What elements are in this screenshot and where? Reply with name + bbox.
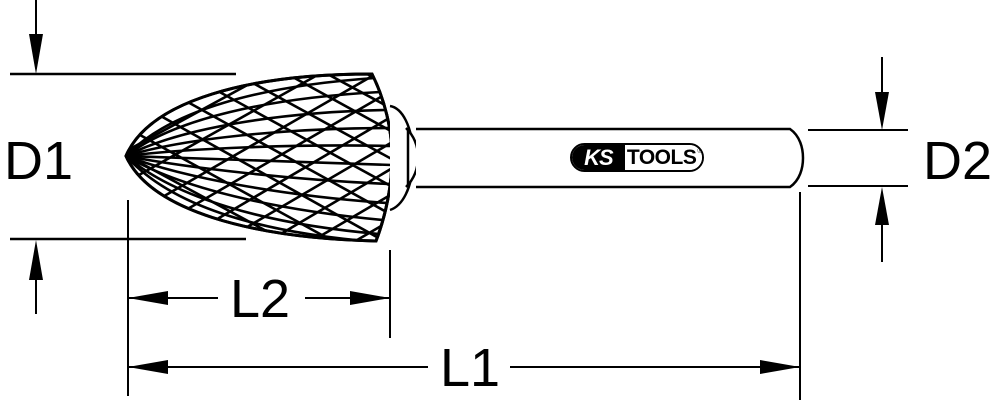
d2-up-arrow-icon [875,187,889,225]
burr-head [124,72,394,243]
l1-dimension [127,192,801,400]
d1-up-arrow-icon [29,240,43,280]
logo-tools-text: TOOLS [626,145,697,169]
l1-left-arrow-icon [128,360,168,374]
registered-mark: ® [697,148,702,155]
l2-label: L2 [226,272,295,326]
d2-label: D2 [923,131,993,191]
d2-dimension [808,57,908,262]
logo-tools: TOOLS ® [624,145,702,170]
l2-right-arrow-icon [350,291,390,305]
l1-right-arrow-icon [760,360,800,374]
logo-ks: KS [572,145,625,170]
l1-label: L1 [436,341,505,395]
l2-dimension [127,200,391,348]
ks-tools-logo: KS TOOLS ® [570,143,704,172]
l2-left-arrow-icon [128,291,168,305]
d1-down-arrow-icon [29,34,43,74]
d1-dimension [10,0,246,314]
burr-collar [389,104,420,212]
d1-label: D1 [0,134,78,188]
d2-down-arrow-icon [875,92,889,130]
